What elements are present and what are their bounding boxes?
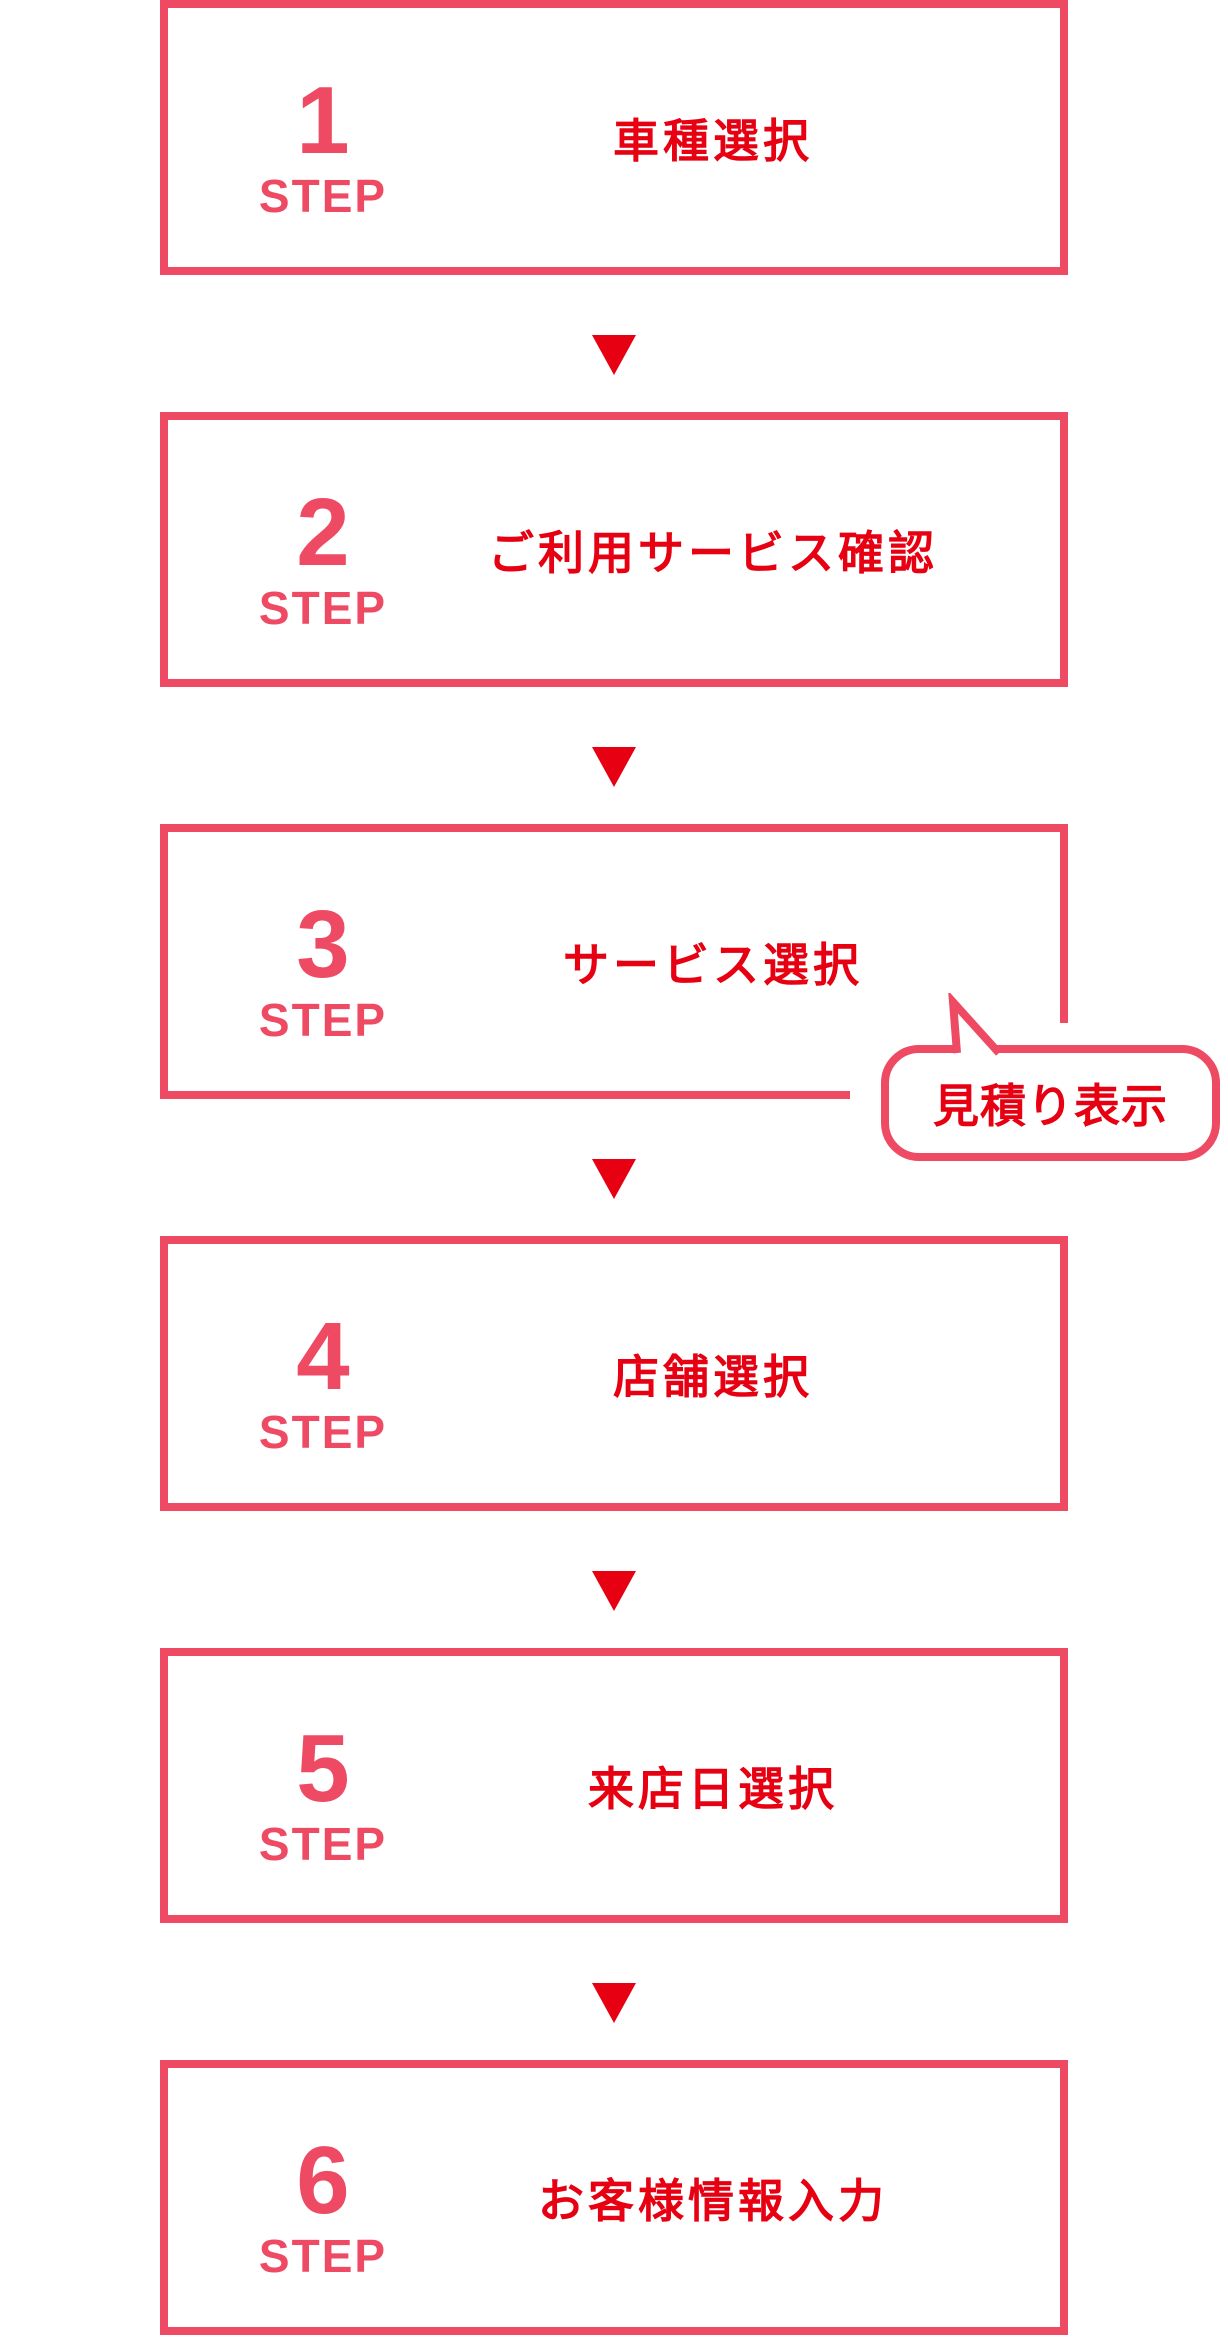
step-number-block: 6 STEP <box>223 2068 423 2327</box>
step-label: STEP <box>258 2230 388 2283</box>
arrow-down-icon <box>592 747 636 787</box>
step-number: 4 <box>296 1302 350 1410</box>
step-number-block: 3 STEP <box>223 832 423 1091</box>
step-label: STEP <box>258 994 388 1047</box>
arrow-down-icon <box>592 1159 636 1199</box>
step-box-2: 2 STEP ご利用サービス確認 <box>160 412 1068 687</box>
arrow-down-icon <box>592 1571 636 1611</box>
step-number: 1 <box>296 66 350 174</box>
step-label: STEP <box>258 1818 388 1871</box>
step-title: 店舗選択 <box>613 1350 813 1403</box>
step-number: 3 <box>296 890 350 998</box>
estimate-callout: 見積り表示 <box>850 993 1228 1190</box>
step-number-block: 2 STEP <box>223 420 423 679</box>
step-number-block: 1 STEP <box>223 8 423 267</box>
step-label: STEP <box>258 582 388 635</box>
step-label: STEP <box>258 1406 388 1459</box>
arrow-down-icon <box>592 335 636 375</box>
estimate-callout-label: 見積り表示 <box>933 1080 1168 1132</box>
step-number: 6 <box>296 2126 350 2234</box>
step-title: サービス選択 <box>563 938 863 991</box>
step-box-4: 4 STEP 店舗選択 <box>160 1236 1068 1511</box>
step-title: 来店日選択 <box>588 1762 838 1815</box>
step-box-1: 1 STEP 車種選択 <box>160 0 1068 275</box>
step-label: STEP <box>258 170 388 223</box>
speech-bubble-icon <box>850 993 1228 1188</box>
step-title: お客様情報入力 <box>538 2174 888 2227</box>
step-box-5: 5 STEP 来店日選択 <box>160 1648 1068 1923</box>
step-box-6: 6 STEP お客様情報入力 <box>160 2060 1068 2335</box>
step-title: ご利用サービス確認 <box>488 526 938 579</box>
step-number: 5 <box>296 1714 350 1822</box>
step-title: 車種選択 <box>613 114 813 167</box>
step-number-block: 5 STEP <box>223 1656 423 1915</box>
step-number: 2 <box>296 478 350 586</box>
step-number-block: 4 STEP <box>223 1244 423 1503</box>
arrow-down-icon <box>592 1983 636 2023</box>
